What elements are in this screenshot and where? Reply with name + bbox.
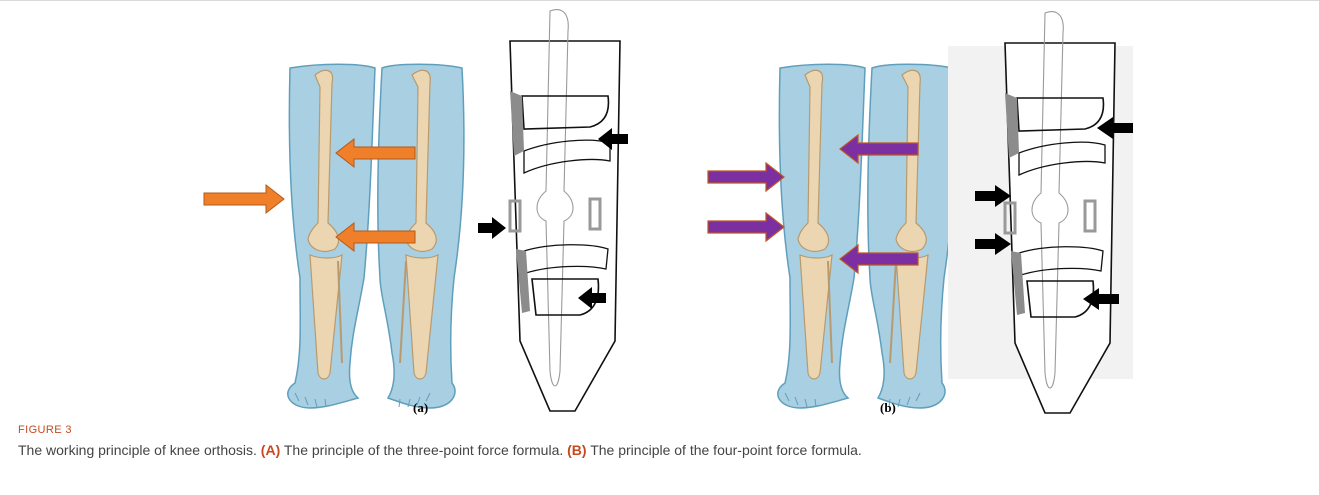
- force-arrow-right: [204, 185, 284, 213]
- figure-number: FIGURE 3: [18, 424, 72, 436]
- caption-a-tag: (A): [261, 442, 280, 458]
- caption-b-text: The principle of the four-point force fo…: [590, 442, 862, 458]
- knee-orthosis-illustration: [0, 1, 1319, 421]
- panel-a-orthosis-illustration: [510, 10, 620, 411]
- caption-intro: The working principle of knee orthosis.: [18, 442, 257, 458]
- figure-caption: The working principle of knee orthosis. …: [18, 441, 1298, 459]
- panel-b-orthosis-illustration: [1005, 12, 1115, 413]
- panel-b-label: (b): [880, 400, 896, 416]
- caption-a-text: The principle of the three-point force f…: [284, 442, 563, 458]
- caption-b-tag: (B): [567, 442, 586, 458]
- orthosis-arrow-middle: [478, 217, 506, 239]
- panel-a-label: (a): [413, 400, 428, 416]
- force-arrow-right-lower: [708, 213, 784, 241]
- panel-b-legs-illustration: [778, 64, 954, 408]
- force-arrow-right-upper: [708, 163, 784, 191]
